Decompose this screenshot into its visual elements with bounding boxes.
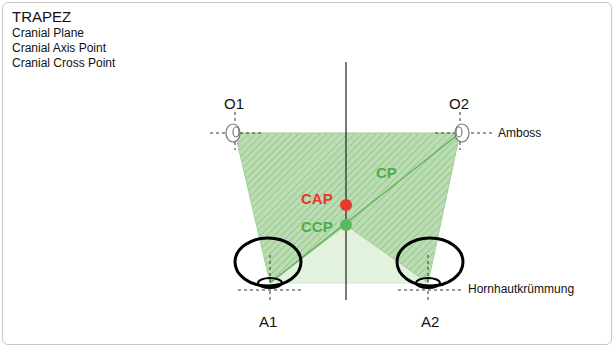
annotation: Hornhautkrümmung (468, 283, 574, 297)
annotation: Amboss (498, 127, 541, 141)
title: TRAPEZ (12, 8, 71, 25)
point-label: CAP (301, 190, 333, 207)
plane-label: CP (376, 164, 397, 181)
subtitle: Cranial Cross Point (12, 57, 115, 71)
subtitle: Cranial Plane (12, 27, 84, 41)
subtitle: Cranial Axis Point (12, 42, 106, 56)
point-label: O1 (224, 95, 244, 112)
point-label: A2 (421, 313, 439, 330)
point-label: O2 (449, 95, 469, 112)
point-label: CCP (301, 218, 333, 235)
point-label: A1 (259, 313, 277, 330)
